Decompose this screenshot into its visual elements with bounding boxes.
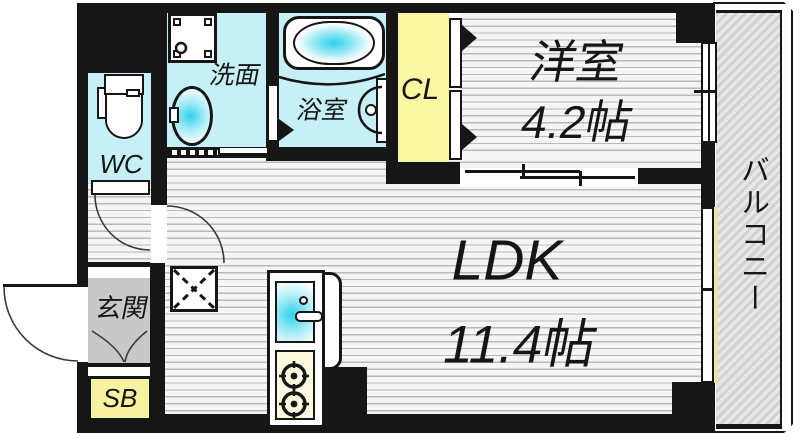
wc-label: WC bbox=[99, 149, 143, 179]
window-accent-strip bbox=[714, 207, 718, 383]
wall bbox=[77, 362, 88, 433]
entrance-step-lower bbox=[88, 366, 150, 377]
wall bbox=[77, 414, 717, 433]
wc-door bbox=[91, 180, 150, 195]
window-tick bbox=[702, 288, 713, 291]
wall bbox=[77, 3, 88, 287]
bathroom-door-jamb bbox=[267, 84, 279, 142]
washer-corner bbox=[173, 50, 181, 58]
ldk-size: 11.4帖 bbox=[438, 315, 602, 375]
toilet-bowl bbox=[105, 93, 143, 139]
door-direction-arrow bbox=[462, 124, 477, 150]
washroom-sliding-door bbox=[172, 150, 218, 155]
wall bbox=[77, 3, 717, 13]
western-room-floor bbox=[460, 13, 701, 170]
balcony-area bbox=[716, 10, 782, 429]
door-arc-icon bbox=[3, 286, 79, 362]
wall bbox=[322, 367, 367, 433]
door-direction-arrow bbox=[462, 25, 477, 51]
wall bbox=[638, 168, 702, 184]
bathtub-inner bbox=[293, 21, 375, 65]
window-tick bbox=[694, 90, 717, 93]
faucet-handle bbox=[295, 311, 323, 322]
ldk-label: LDK bbox=[451, 228, 563, 293]
partition-tick bbox=[522, 164, 525, 179]
wall bbox=[676, 3, 717, 43]
closet-area bbox=[396, 13, 449, 163]
vanity-notch bbox=[169, 107, 179, 123]
ldk-window bbox=[701, 207, 714, 383]
bathroom-label: 浴室 bbox=[294, 96, 350, 125]
shoebox-label: SB bbox=[102, 383, 138, 413]
partition-tick bbox=[579, 171, 582, 186]
faucet-icon bbox=[299, 296, 308, 305]
washer-corner bbox=[204, 50, 212, 58]
wall bbox=[151, 73, 167, 205]
shoebox-area bbox=[88, 376, 152, 421]
wall bbox=[88, 363, 150, 367]
entrance-door-leaf bbox=[3, 284, 78, 287]
wall bbox=[386, 162, 460, 184]
washer-corner bbox=[204, 18, 212, 26]
wall bbox=[266, 147, 386, 161]
partition-line bbox=[520, 176, 635, 179]
closet-door bbox=[449, 18, 462, 88]
bathroom-door bbox=[376, 78, 388, 143]
wall bbox=[150, 263, 165, 433]
western-room-size: 4.2帖 bbox=[516, 96, 638, 148]
balcony-label: バルコニー bbox=[736, 155, 769, 315]
stove-icon bbox=[275, 350, 315, 420]
washroom-label: 洗面 bbox=[207, 61, 263, 90]
door-direction-arrow bbox=[279, 119, 294, 141]
refrigerator-space-icon bbox=[170, 266, 218, 312]
wall bbox=[77, 3, 167, 73]
western-room-label: 洋室 bbox=[525, 36, 629, 88]
ldk-doorway bbox=[151, 205, 167, 263]
closet-door bbox=[449, 90, 462, 160]
entrance-label: 玄関 bbox=[93, 293, 151, 323]
wall bbox=[386, 13, 398, 162]
toilet-button bbox=[126, 89, 140, 97]
washer-corner bbox=[173, 18, 181, 26]
closet-label: CL bbox=[400, 73, 440, 106]
wall bbox=[88, 262, 150, 267]
entrance-step-upper bbox=[88, 266, 150, 278]
washroom-sliding-door bbox=[220, 148, 267, 153]
